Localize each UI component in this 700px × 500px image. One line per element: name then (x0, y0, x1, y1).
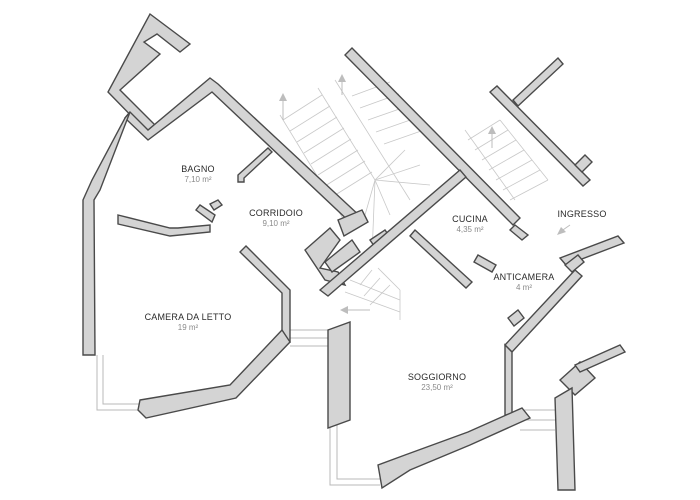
room-name: CAMERA DA LETTO (145, 312, 232, 322)
room-area: 7,10 m² (184, 175, 211, 184)
room-name: INGRESSO (557, 209, 606, 219)
room-area: 23,50 m² (421, 383, 453, 392)
stair-direction-arrows (279, 74, 571, 314)
room-name: CORRIDOIO (249, 208, 303, 218)
balcony-outlines (96, 329, 555, 486)
room-area: 9,10 m² (262, 219, 289, 228)
room-area: 4 m² (516, 283, 532, 292)
walls (82, 12, 627, 491)
room-label-corridoio: CORRIDOIO 9,10 m² (249, 208, 303, 228)
room-label-anticamera: ANTICAMERA 4 m² (493, 272, 554, 292)
room-name: BAGNO (181, 164, 215, 174)
room-label-bagno: BAGNO 7,10 m² (181, 164, 215, 184)
room-name: CUCINA (452, 214, 488, 224)
room-area: 19 m² (178, 323, 199, 332)
room-label-cucina: CUCINA 4,35 m² (452, 214, 488, 234)
room-label-camera-da-letto: CAMERA DA LETTO 19 m² (145, 312, 232, 332)
room-name: SOGGIORNO (408, 372, 466, 382)
room-label-ingresso: INGRESSO (557, 209, 606, 219)
room-name: ANTICAMERA (493, 272, 554, 282)
room-area: 4,35 m² (456, 225, 483, 234)
room-label-soggiorno: SOGGIORNO 23,50 m² (408, 372, 466, 392)
